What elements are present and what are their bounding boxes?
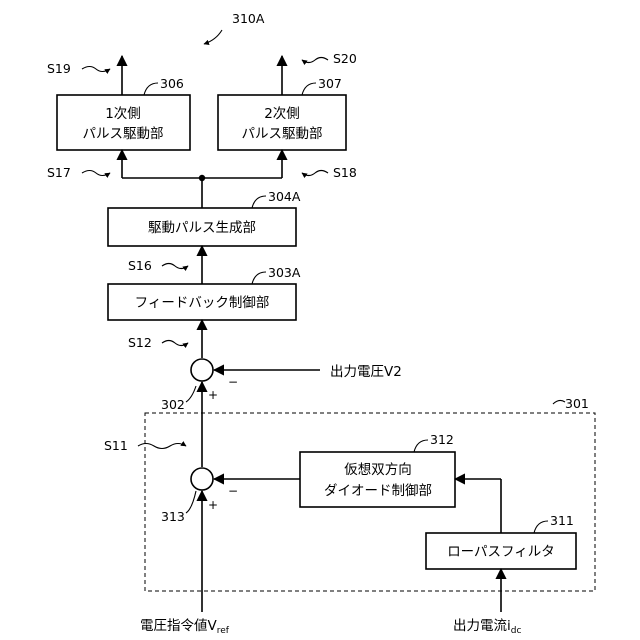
primary-pulse-driver-ref: 306 [160,76,184,91]
secondary-pulse-driver-block: 2次側 パルス駆動部 [218,95,346,150]
signal-s12-pointer [162,341,188,346]
voltage-command-subscript: ref [217,626,230,636]
signal-s17: S17 [47,165,71,180]
secondary-pulse-driver-ref: 307 [318,76,342,91]
output-current-subscript: dc [511,626,522,636]
signal-s17-pointer [82,171,110,176]
feedback-control-block: フィードバック制御部 [108,284,296,320]
signal-s11: S11 [104,438,128,453]
secondary-pulse-driver-line1: 2次側 [264,106,300,122]
voltage-command-main: 電圧指令値V [140,618,217,634]
group-301-leader [553,400,565,404]
primary-pulse-driver-line1: 1次側 [105,106,141,122]
signal-s12: S12 [128,335,152,350]
summer-302-plus: + [208,388,218,402]
virtual-diode-control-line1: 仮想双方向 [344,462,412,478]
signal-s20-pointer [302,58,328,63]
group-301-ref: 301 [565,396,589,411]
summer-302-leader [186,386,196,402]
feedback-control-leader [252,272,266,284]
signal-s16: S16 [128,258,152,273]
summer-302 [191,359,213,381]
feedback-control-label: フィードバック制御部 [135,295,270,311]
output-voltage-v2-label: 出力電圧V2 [330,364,402,380]
pulse-generator-leader [252,196,266,208]
lowpass-filter-ref: 311 [550,513,574,528]
voltage-command-vref-label: 電圧指令値Vref [140,618,230,636]
pulse-generator-block: 駆動パルス生成部 [108,208,296,246]
virtual-diode-control-leader [414,440,428,452]
secondary-pulse-driver-line2: パルス駆動部 [242,126,323,142]
primary-pulse-driver-leader [144,83,158,95]
secondary-pulse-driver-leader [302,83,316,95]
summer-313-ref: 313 [161,509,185,524]
output-current-idc-label: 出力電流idc [453,618,521,636]
signal-s16-pointer [162,264,188,269]
pulse-generator-label: 駆動パルス生成部 [148,220,256,236]
summer-313-plus: + [208,498,218,512]
virtual-diode-control-block: 仮想双方向 ダイオード制御部 [300,452,455,507]
figure-ref-leader [204,30,222,44]
lowpass-filter-block: ローパスフィルタ [426,533,576,569]
signal-s18-pointer [302,171,328,176]
pulse-generator-ref: 304A [268,189,301,204]
lowpass-filter-label: ローパスフィルタ [447,544,555,560]
feedback-control-ref: 303A [268,265,301,280]
signal-s19-pointer [82,67,110,72]
lowpass-filter-leader [534,521,548,533]
summer-313-minus: − [228,484,238,498]
primary-pulse-driver-block: 1次側 パルス駆動部 [57,95,190,150]
signal-s18: S18 [333,165,357,180]
virtual-diode-control-ref: 312 [430,432,454,447]
signal-s19: S19 [47,61,71,76]
summer-313-leader [186,491,196,513]
summer-302-ref: 302 [161,397,185,412]
summer-313 [191,468,213,490]
summer-302-minus: − [228,375,238,389]
virtual-diode-control-line2: ダイオード制御部 [324,483,432,499]
signal-s20: S20 [333,51,357,66]
figure-ref: 310A [232,11,265,26]
primary-pulse-driver-line2: パルス駆動部 [83,126,164,142]
output-current-main: 出力電流i [453,618,511,634]
